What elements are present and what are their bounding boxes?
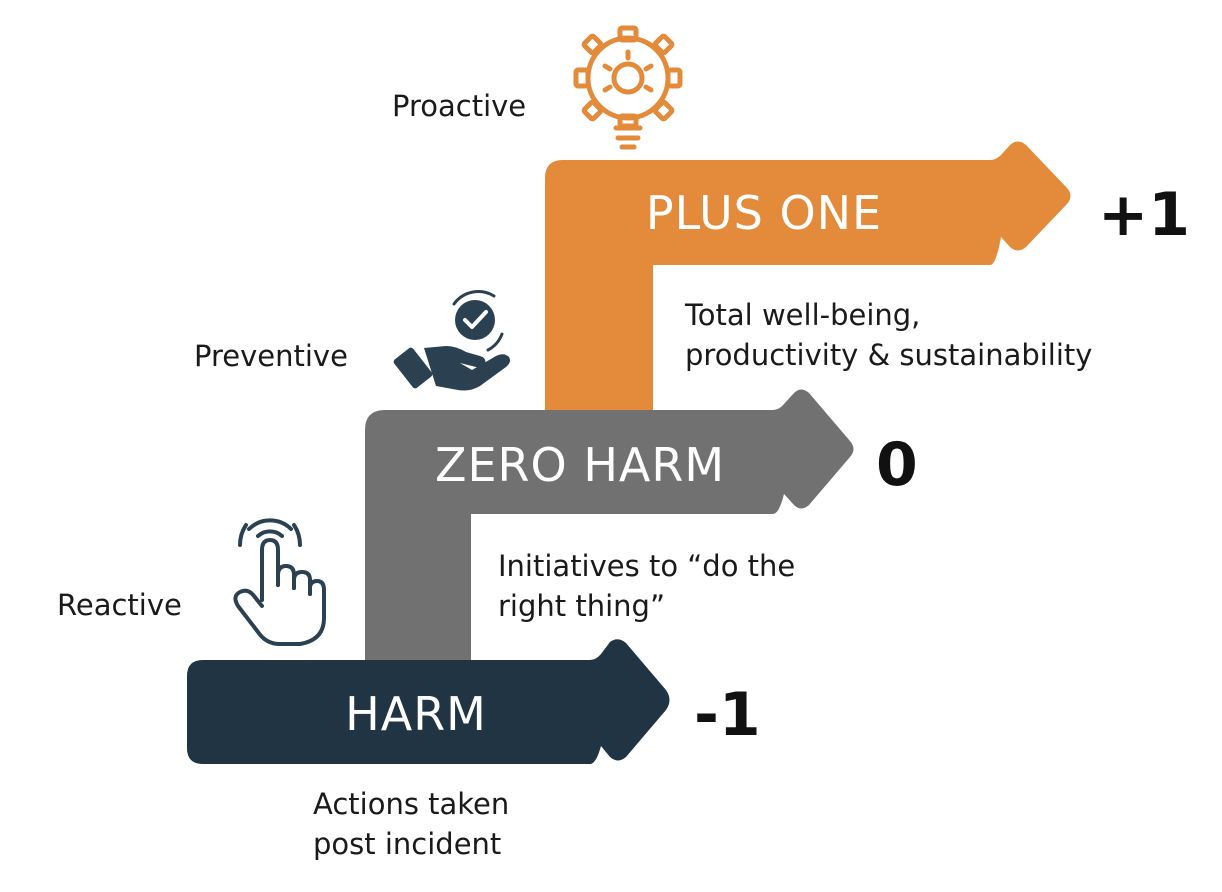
hand-check-icon — [393, 290, 510, 391]
gear-lightbulb-icon — [573, 25, 683, 150]
proactive-label: Proactive — [392, 89, 526, 123]
zero-harm-description-line2: right thing” — [498, 589, 665, 623]
harm-label: HARM — [345, 687, 487, 741]
zero-harm-description-line1: Initiatives to “do the — [498, 549, 795, 583]
tap-hand-icon — [233, 518, 326, 646]
zero-harm-label: ZERO HARM — [435, 438, 725, 492]
reactive-label: Reactive — [57, 588, 182, 622]
plus-one-value: +1 — [1098, 180, 1190, 250]
plus-one-description-line1: Total well-being, — [684, 298, 920, 332]
preventive-label: Preventive — [194, 339, 348, 373]
plus-one-label: PLUS ONE — [646, 186, 882, 240]
harm-description-line2: post incident — [313, 827, 501, 861]
zero-harm-arrow: ZERO HARM — [365, 389, 854, 670]
plus-one-description-line2: productivity & sustainability — [685, 338, 1092, 372]
harm-value: -1 — [694, 680, 761, 750]
plus-one-arrow: PLUS ONE — [545, 141, 1071, 420]
zero-harm-value: 0 — [876, 430, 918, 500]
harm-description-line1: Actions taken — [313, 787, 509, 821]
harm-arrow: HARM — [187, 639, 670, 764]
